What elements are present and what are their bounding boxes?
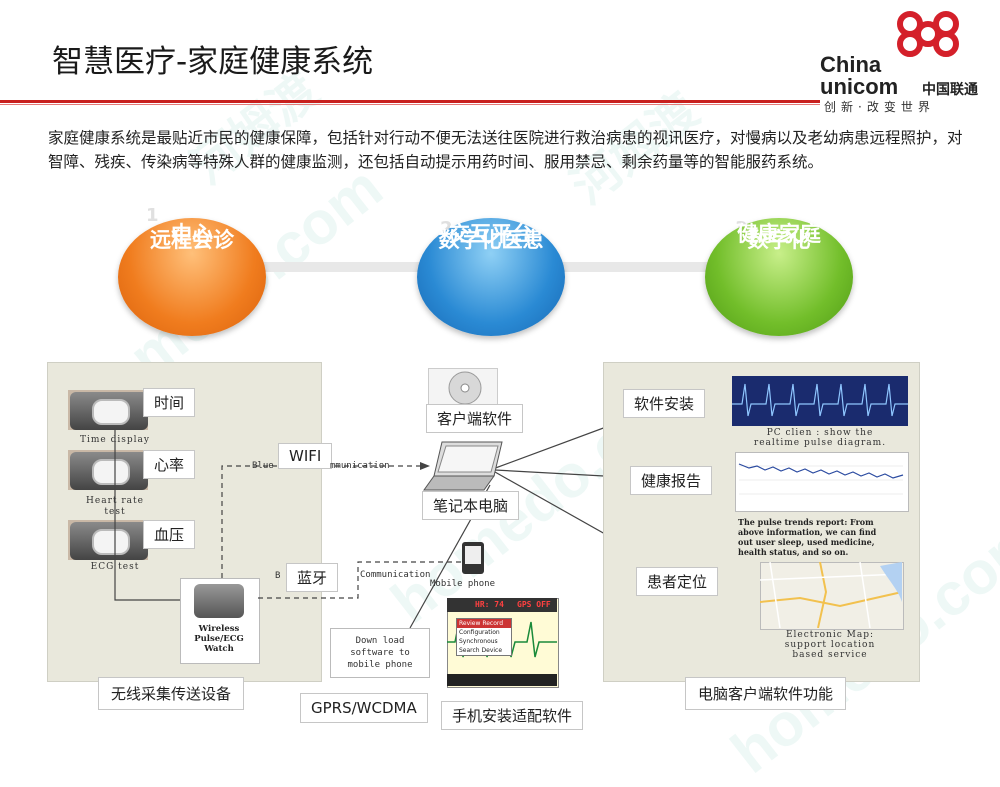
caption-line: The pulse trends report: From bbox=[738, 517, 874, 527]
pc-pulse-chart bbox=[732, 383, 908, 417]
trend-report-chart bbox=[735, 452, 909, 512]
intro-paragraph: 家庭健康系统是最贴近市民的健康保障，包括针对行动不便无法送往医院进行救治病患的视… bbox=[48, 129, 963, 171]
label-software-install: 软件安装 bbox=[623, 389, 706, 418]
circle-line: 中心 bbox=[171, 222, 213, 246]
circle-line: 健康家庭 bbox=[737, 222, 821, 246]
caption-mobile-phone: Mobile phone bbox=[430, 579, 496, 589]
label-wifi: WIFI bbox=[278, 443, 333, 469]
circle-line: 交互平台 bbox=[449, 222, 533, 246]
caption-map: Electronic Map: bbox=[785, 630, 875, 640]
caption-blue: Blue bbox=[252, 461, 274, 471]
circle-line: 远程会诊 bbox=[150, 228, 234, 252]
menu-item: Synchronous bbox=[459, 638, 498, 645]
bluetooth-line-to-phone bbox=[258, 561, 470, 599]
logo-slogan: 创新·改变世界 bbox=[824, 100, 935, 114]
caption-line: health status, and so on. bbox=[738, 547, 849, 557]
menu-item: Configuration bbox=[459, 629, 500, 636]
wireless-watch-box bbox=[180, 578, 260, 664]
caption-pc-client: realtime pulse diagram. bbox=[753, 438, 887, 448]
label-time: 时间 bbox=[143, 388, 196, 417]
menu-item: Search Device bbox=[459, 647, 503, 654]
caption-communication: Communication bbox=[360, 570, 431, 580]
circle-line: 数字化医患 bbox=[438, 228, 544, 252]
label-laptop: 笔记本电脑 bbox=[422, 491, 520, 520]
watch-image bbox=[70, 522, 148, 560]
wire-line bbox=[114, 430, 180, 601]
caption-line: out user sleep, used medicine, bbox=[738, 537, 875, 547]
cd-icon bbox=[448, 371, 482, 405]
circle-digital-interaction: 数字化医患交互平台 bbox=[417, 218, 565, 336]
logo-text-china: China bbox=[820, 52, 882, 77]
wireless-watch-icon bbox=[194, 584, 244, 618]
label-heart-rate: 心率 bbox=[143, 450, 196, 479]
mobile-phone-icon bbox=[462, 542, 484, 574]
header-divider bbox=[0, 100, 820, 103]
circle-remote-consultation: 远程会诊中心 bbox=[118, 218, 266, 336]
caption-communication: mmunication bbox=[330, 461, 390, 471]
bluetooth-line-to-laptop bbox=[221, 465, 420, 578]
caption-trend-report: The pulse trends report: From above info… bbox=[738, 517, 910, 557]
label-pc-client-functions: 电脑客户端软件功能 bbox=[685, 677, 847, 710]
label-bluetooth: 蓝牙 bbox=[286, 563, 339, 592]
caption-b: B bbox=[275, 571, 281, 581]
laptop-icon bbox=[423, 441, 503, 491]
label-phone-software: 手机安装适配软件 bbox=[441, 701, 584, 730]
circle-line: 数字化 bbox=[747, 228, 811, 252]
caption-line: mobile phone bbox=[347, 660, 413, 670]
circle-number: 1 bbox=[146, 205, 159, 226]
phone-menu: Review Record Configuration Synchronous … bbox=[456, 618, 512, 656]
page-title: 智慧医疗-家庭健康系统 bbox=[52, 44, 374, 80]
arrow-head bbox=[420, 462, 430, 470]
map-roads bbox=[760, 562, 902, 628]
label-patient-location: 患者定位 bbox=[636, 567, 719, 596]
line-to-install bbox=[489, 419, 626, 471]
phone-gps: GPS OFF bbox=[517, 600, 551, 609]
caption-line: Pulse/ECG bbox=[194, 634, 244, 644]
label-blood-pressure: 血压 bbox=[143, 520, 196, 549]
watch-image bbox=[70, 452, 148, 490]
pc-client-screenshot bbox=[732, 376, 908, 426]
logo-text-unicom: unicom bbox=[820, 74, 899, 99]
caption-line: Wireless bbox=[198, 624, 240, 634]
caption-map: based service bbox=[792, 650, 868, 660]
logo-text-cn: 中国联通 bbox=[922, 82, 978, 98]
label-health-report: 健康报告 bbox=[630, 466, 713, 495]
download-box: Down load software to mobile phone bbox=[330, 628, 430, 678]
caption-map: support location bbox=[784, 640, 876, 650]
caption-line: Watch bbox=[204, 644, 234, 654]
wireless-watch-caption: Wireless Pulse/ECG Watch bbox=[180, 624, 258, 654]
circle-digital-home: 数字化健康家庭 bbox=[705, 218, 853, 336]
map-screenshot bbox=[760, 562, 904, 630]
china-unicom-knot-logo bbox=[897, 11, 959, 57]
phone-status-bar: HR: 74 GPS OFF bbox=[447, 598, 557, 612]
caption-line: above information, we can find bbox=[738, 527, 877, 537]
caption-pc-client: PC clien : show the bbox=[766, 428, 874, 438]
watch-image bbox=[70, 392, 148, 430]
phone-bottom-bar bbox=[447, 674, 557, 686]
caption-line: Down load bbox=[355, 636, 405, 646]
phone-hr: HR: 74 bbox=[475, 600, 504, 609]
menu-item: Review Record bbox=[457, 619, 511, 628]
label-client-software: 客户端软件 bbox=[426, 404, 524, 433]
label-gprs-wcdma: GPRS/WCDMA bbox=[300, 693, 428, 723]
header-divider-thin bbox=[0, 104, 820, 105]
caption-line: software to bbox=[350, 648, 410, 658]
label-wireless-device: 无线采集传送设备 bbox=[98, 677, 245, 710]
trend-line bbox=[738, 463, 904, 495]
